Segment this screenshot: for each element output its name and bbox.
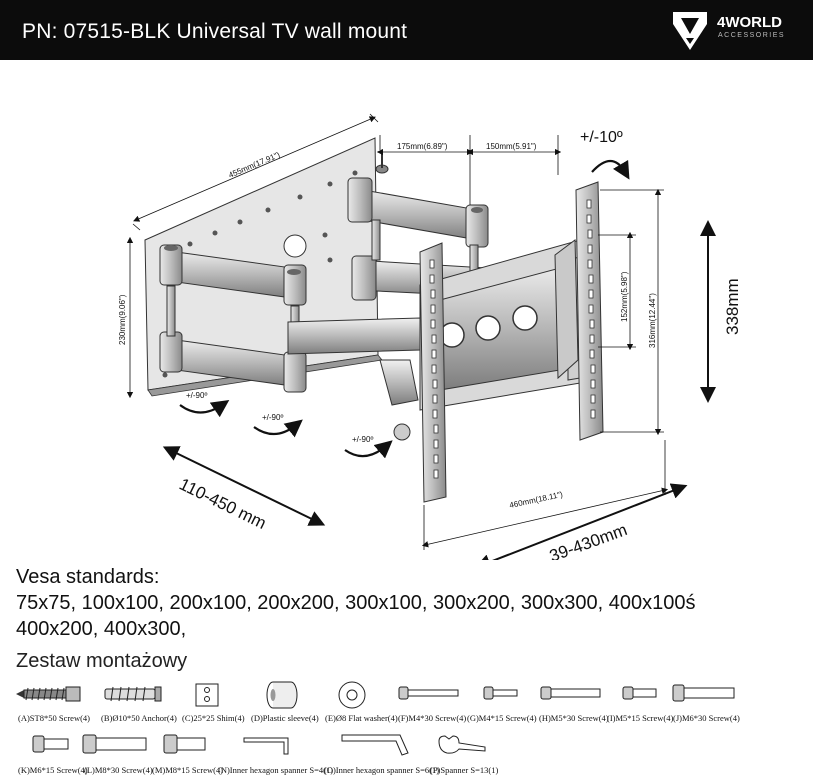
part-label-d: (D)Plastic sleeve(4) xyxy=(251,713,319,723)
kit-heading: Zestaw montażowy xyxy=(16,650,188,672)
vesa-list-line-1: 75x75, 100x100, 200x100, 200x200, 300x10… xyxy=(16,592,696,614)
vesa-list-line-2: 400x200, 400x300, xyxy=(16,618,187,640)
rotation-arrows xyxy=(179,159,630,459)
middle-connector xyxy=(287,317,421,355)
dim-230-label: 230mm(9.06") xyxy=(118,294,127,345)
part-label-h: (H)M5*30 Screw(4) xyxy=(539,713,609,723)
header-bar: PN: 07515-BLK Universal TV wall mount 4W… xyxy=(0,0,813,60)
tilt-label: +/-10º xyxy=(580,129,623,146)
brand-subtitle: ACCESSORIES xyxy=(718,32,786,39)
screw-m6-15-icon xyxy=(32,735,69,753)
part-label-j: (J)M6*30 Screw(4) xyxy=(673,713,740,723)
height-338-label: 338mm xyxy=(723,278,742,335)
lower-arm-upper xyxy=(159,244,307,306)
swivel-label-1: +/-90º xyxy=(186,391,207,400)
tv-bracket xyxy=(419,234,599,411)
anchor-icon xyxy=(104,686,162,702)
dim-460-label: 460mm(18.11") xyxy=(509,490,564,510)
screw-m8-15-icon xyxy=(163,734,206,754)
dim-316-label: 316mm(12.44") xyxy=(648,293,657,348)
range-arrows xyxy=(162,220,716,560)
dim-175-label: 175mm(6.89") xyxy=(397,142,448,151)
dim-150-label: 150mm(5.91") xyxy=(486,142,537,151)
part-label-a: (A)ST8*50 Screw(4) xyxy=(18,713,90,723)
dim-152-label: 152mm(5.98") xyxy=(620,271,629,322)
part-label-c: (C)25*25 Shim(4) xyxy=(182,713,245,723)
brand-logo: 4WORLD ACCESSORIES xyxy=(665,4,805,56)
screw-m6-30-icon xyxy=(672,684,735,702)
brand-name: 4WORLD xyxy=(717,14,782,31)
part-label-k: (K)M6*15 Screw(4) xyxy=(18,765,88,775)
part-label-p: (P)Spanner S=13(1) xyxy=(430,765,499,775)
screw-m8-30-icon xyxy=(82,734,147,754)
part-label-l: (L)M8*30 Screw(4) xyxy=(84,765,153,775)
screw-m5-15-icon xyxy=(622,686,657,700)
tv-rail-left xyxy=(379,242,447,503)
part-label-e: (E)Ø8 Flat washer(4) xyxy=(325,713,398,723)
range-110-label: 110-450 mm xyxy=(176,475,269,533)
part-label-b: (B)Ø10*50 Anchor(4) xyxy=(101,713,177,723)
part-label-i: (I)M5*15 Screw(4) xyxy=(607,713,674,723)
shim-icon xyxy=(195,683,219,707)
mount-diagram: 455mm(17.91") 175mm(6.89") 150mm(5.91") … xyxy=(118,113,742,560)
hex-key-s6-icon xyxy=(341,734,409,756)
part-label-f: (F)M4*30 Screw(4) xyxy=(398,713,467,723)
part-label-m: (M)M8*15 Screw(4) xyxy=(152,765,224,775)
screw-st8-icon xyxy=(16,686,81,702)
vesa-heading: Vesa standards: xyxy=(16,566,160,588)
tv-rail-right xyxy=(554,181,604,441)
screw-m4-30-icon xyxy=(398,686,459,700)
range-39-label: 39-430mm xyxy=(547,520,630,560)
part-label-n: (N)Inner hexagon spanner S=4(1) xyxy=(218,765,334,775)
part-label-g: (G)M4*15 Screw(4) xyxy=(467,713,537,723)
dim-455-label: 455mm(17.91") xyxy=(227,150,281,180)
flat-washer-icon xyxy=(338,681,366,709)
part-label-o: (O)Inner hexagon spanner S=6(1) xyxy=(324,765,440,775)
hex-key-s4-icon xyxy=(243,737,289,755)
screw-m5-30-icon xyxy=(540,686,601,700)
brand-shield-icon xyxy=(673,12,707,50)
spanner-icon xyxy=(438,735,486,754)
screw-m4-15-icon xyxy=(483,686,518,700)
page-title: PN: 07515-BLK Universal TV wall mount xyxy=(22,20,408,43)
plastic-sleeve-icon xyxy=(266,681,298,709)
swivel-label-2: +/-90º xyxy=(262,413,283,422)
swivel-label-3: +/-90º xyxy=(352,435,373,444)
